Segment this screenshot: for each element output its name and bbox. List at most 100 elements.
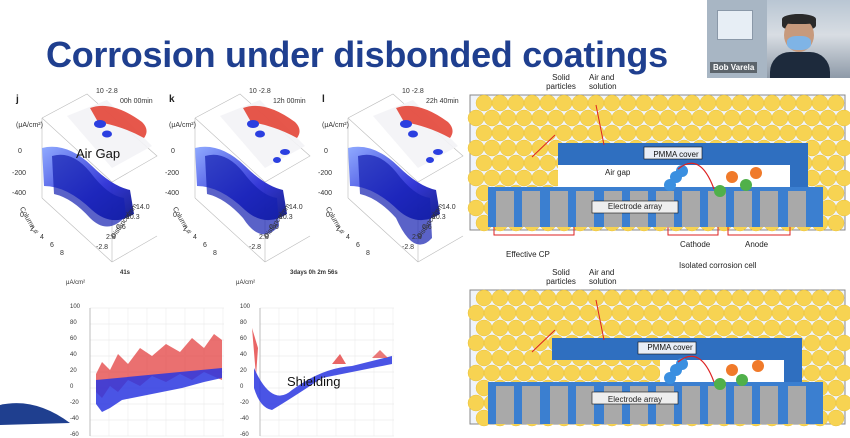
plot-annotation: Shielding (287, 374, 341, 389)
panel-time: 00h 00min (120, 98, 153, 105)
panel-z-tick: -400 (165, 190, 180, 197)
plot-y-tick: 0 (70, 384, 74, 390)
label-air-solution-bottom: Air and solution (589, 268, 617, 286)
panel-dist-tick: 14.0 (442, 204, 456, 211)
surface-plot-graphic (347, 93, 464, 263)
panel-unit: (μA/cm²) (169, 122, 196, 129)
panel-x-tick: 0 (20, 212, 24, 219)
panel-col-tick: 6 (356, 242, 360, 249)
label-isolated-cell: Isolated corrosion cell (679, 261, 757, 270)
panel-dist-tick: 14.0 (289, 204, 303, 211)
panel-z-tick: -400 (318, 190, 333, 197)
panel-dist-tick: 10.3 (126, 214, 140, 221)
profile-plot-graphic (252, 307, 394, 437)
plot-y-tick: -20 (70, 400, 79, 406)
plot-y-tick: 40 (240, 352, 247, 358)
plot-y-tick: 100 (240, 304, 251, 310)
panel-z-tick: -200 (165, 170, 180, 177)
panel-col-tick: 8 (213, 250, 217, 257)
schematic-top (467, 94, 850, 236)
panel-letter: k (169, 94, 175, 105)
plot-y-tick: -40 (240, 416, 249, 422)
panel-z-tick: 0 (171, 148, 175, 155)
panel-col-tick: 2 (30, 226, 34, 233)
panel-letter: j (16, 94, 19, 105)
plot-y-tick: 100 (70, 304, 81, 310)
profile-plot-graphic (89, 307, 224, 437)
panel-x-tick: 0 (173, 212, 177, 219)
plot-y-tick: 0 (240, 384, 244, 390)
plot-y-tick: 60 (70, 336, 77, 342)
label-solid-particles-top: Solid particles (546, 73, 576, 91)
panel-col-tick: 4 (193, 234, 197, 241)
plot-y-tick: 80 (70, 320, 77, 326)
panel-unit: (μA/cm²) (322, 122, 349, 129)
label-anode: Anode (745, 240, 769, 249)
plot-unit: μA/cm² (66, 280, 86, 286)
plot-y-tick: 80 (240, 320, 247, 326)
label-pmma-top: PMMA cover (653, 150, 699, 159)
participant-body (770, 52, 830, 78)
panel-col-tick: 2 (183, 226, 187, 233)
panel-dist-tick: 6.6 (269, 224, 279, 231)
panel-col-tick: 8 (366, 250, 370, 257)
plot-y-tick: -40 (70, 416, 79, 422)
panel-dist-tick: 2.8 (106, 234, 116, 241)
panel-dist-tick: 6.6 (116, 224, 126, 231)
label-air-gap: Air gap (605, 168, 631, 177)
surface-plot-graphic (41, 93, 158, 263)
panel-dist-tick: -2.8 (96, 244, 109, 251)
panel-dist-tick: 2.8 (259, 234, 269, 241)
panel-dist-tick: 10.3 (279, 214, 293, 221)
plot-y-tick: 20 (240, 368, 247, 374)
panel-dist-tick: 14.0 (136, 204, 150, 211)
plot-y-tick: -20 (240, 400, 249, 406)
panel-z-tick: 0 (324, 148, 328, 155)
plot-title: 3days 0h 2m 56s (290, 270, 338, 276)
label-electrode-array-bottom: Electrode array (607, 395, 663, 404)
panel-col-tick: 6 (50, 242, 54, 249)
panel-time: 12h 00min (273, 98, 306, 105)
panel-dist-tick: 2.8 (412, 234, 422, 241)
plot-y-tick: 60 (240, 336, 247, 342)
panel-letter: l (322, 94, 325, 105)
panel-col-tick: 4 (346, 234, 350, 241)
slide-decoration-swoosh (0, 403, 70, 425)
label-effective-cp: Effective CP (506, 250, 550, 259)
panel-z-tick: 0 (18, 148, 22, 155)
plot-y-tick: -60 (70, 432, 79, 438)
participant-mask (787, 36, 811, 50)
video-window-shape (717, 10, 753, 40)
participant-video-tile[interactable]: Bob Varela (707, 0, 850, 78)
label-pmma-bottom: PMMA cover (647, 343, 693, 352)
panel-top-tick: 10 -2.8 (249, 88, 271, 95)
label-solid-particles-bottom: Solid particles (546, 268, 576, 286)
slide-title: Corrosion under disbonded coatings (46, 34, 668, 75)
panel-time: 22h 40min (426, 98, 459, 105)
panel-x-tick: 0 (326, 212, 330, 219)
panel-dist-tick: 10.3 (432, 214, 446, 221)
plot-y-tick: 20 (70, 368, 77, 374)
panel-z-tick: -400 (12, 190, 27, 197)
panel-top-tick: 10 -2.8 (402, 88, 424, 95)
panel-annotation: Air Gap (76, 146, 121, 161)
label-cathode: Cathode (680, 240, 711, 249)
panel-dist-tick: -2.8 (249, 244, 262, 251)
panel-col-tick: 4 (40, 234, 44, 241)
plot-title: 41s (120, 270, 131, 276)
surface-plot-graphic (194, 93, 311, 263)
panel-dist-tick: -2.8 (402, 244, 415, 251)
panel-dist-tick: 6.6 (422, 224, 432, 231)
label-electrode-array-top: Electrode array (607, 202, 663, 211)
plot-y-tick: -60 (240, 432, 249, 438)
panel-z-tick: -200 (318, 170, 333, 177)
panel-col-tick: 2 (336, 226, 340, 233)
participant-hair-top (782, 14, 816, 24)
schematic-bottom (467, 289, 850, 427)
panel-col-tick: 8 (60, 250, 64, 257)
label-air-solution-top: Air and solution (589, 73, 617, 91)
